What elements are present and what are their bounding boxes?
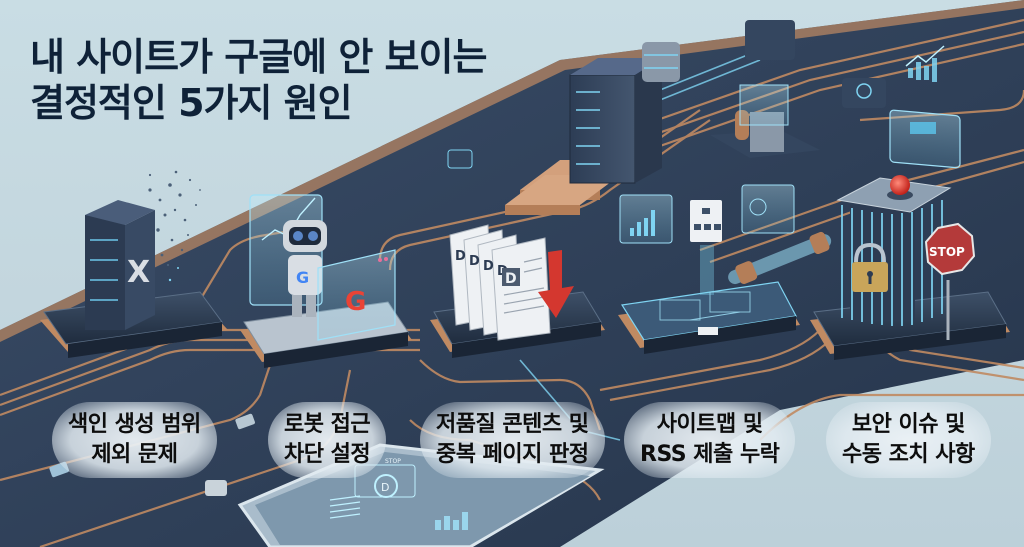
svg-text:D: D [381, 481, 389, 494]
title-line-2: 결정적인 5가지 원인 [30, 81, 353, 125]
cause-2-line-1: 로봇 접근 [284, 412, 371, 437]
cause-4-line-1: 사이트맵 및 [656, 412, 763, 437]
svg-text:STOP: STOP [385, 458, 401, 465]
title-line-1: 내 사이트가 구글에 안 보이는 [30, 35, 487, 79]
cause-5-line-2: 수동 조치 사항 [842, 442, 975, 467]
cause-3-label: 저품질 콘텐츠 및 중복 페이지 판정 [420, 402, 605, 478]
cause-2-label: 로봇 접근 차단 설정 [268, 402, 387, 478]
svg-text:D: D [455, 249, 466, 264]
locked-cage-stop-sign-icon [835, 170, 980, 340]
cause-3-line-1: 저품질 콘텐츠 및 [436, 412, 589, 437]
svg-text:G: G [296, 268, 309, 287]
cause-1-line-2: 제외 문제 [91, 442, 178, 467]
robot-with-google-panel-icon [250, 195, 400, 345]
svg-text:D: D [469, 254, 480, 269]
svg-text:STOP: STOP [929, 245, 965, 259]
cause-3-illustration: D D D D D [430, 224, 605, 358]
cause-2-line-2: 차단 설정 [284, 442, 371, 467]
svg-text:G: G [345, 287, 366, 317]
page-title: 내 사이트가 구글에 안 보이는 결정적인 5가지 원인 [30, 34, 487, 126]
cause-1-illustration: X [40, 170, 228, 358]
svg-text:D: D [483, 259, 494, 274]
cause-1-line-1: 색인 생성 범위 [68, 412, 201, 437]
duplicate-documents-down-arrow-icon [445, 225, 580, 345]
svg-text:X: X [127, 255, 150, 290]
svg-text:D: D [505, 271, 517, 287]
cause-1-label: 색인 생성 범위 제외 문제 [52, 402, 217, 478]
server-with-x-icon [80, 190, 210, 340]
cause-4-line-2: RSS 제출 누락 [640, 442, 780, 467]
cause-5-illustration: STOP [810, 175, 1010, 360]
cause-3-line-2: 중복 페이지 판정 [436, 442, 589, 467]
cause-4-label: 사이트맵 및 RSS 제출 누락 [624, 402, 796, 478]
cause-4-illustration [618, 184, 832, 354]
cause-5-line-1: 보안 이슈 및 [851, 412, 966, 437]
sitemap-document-icon [620, 185, 820, 335]
cause-5-label: 보안 이슈 및 수동 조치 사항 [826, 402, 991, 478]
cause-2-illustration: G G [240, 194, 412, 368]
